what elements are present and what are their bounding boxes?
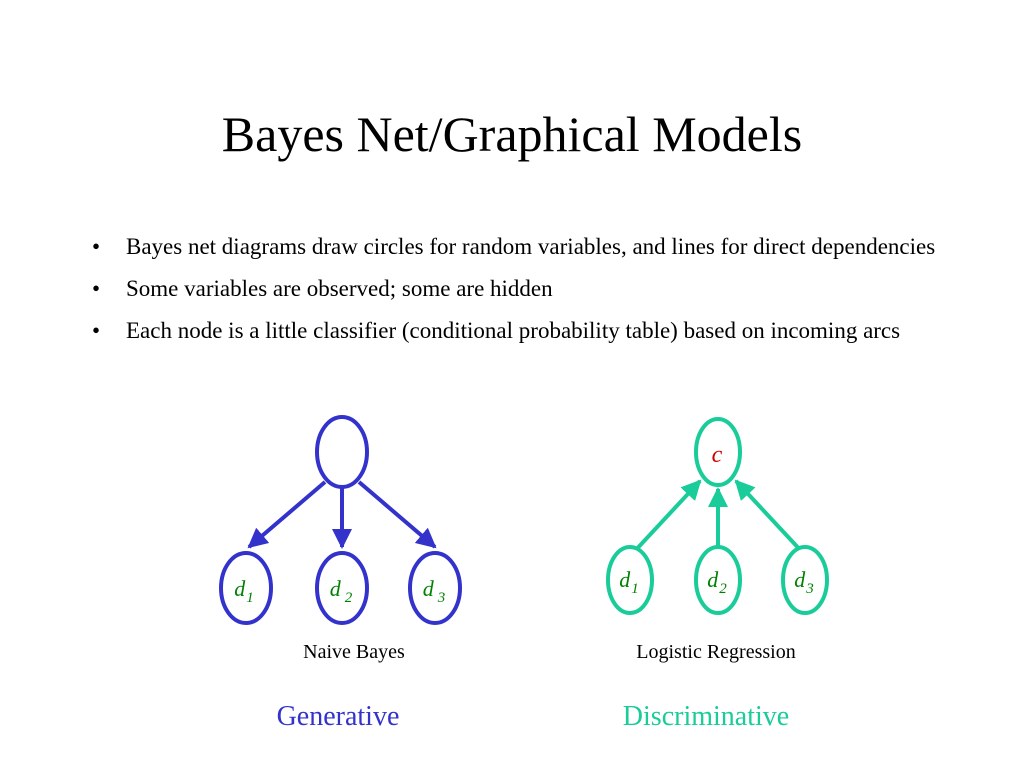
lr-child-label-2: d2 <box>707 567 727 597</box>
lr-child-label-3: d3 <box>794 567 814 597</box>
nb-child-node-1 <box>219 551 273 625</box>
naive-bayes-caption: Naive Bayes <box>303 641 405 663</box>
lr-parent-label: c <box>712 442 723 468</box>
bullet-item: Each node is a little classifier (condit… <box>92 314 942 348</box>
bullet-item: Some variables are observed; some are hi… <box>92 272 942 306</box>
nb-child-node-3 <box>408 551 462 625</box>
discriminative-label: Discriminative <box>622 701 790 732</box>
nb-parent-node <box>315 415 369 489</box>
lr-child-label-1: d1 <box>619 567 639 597</box>
edge-lr-3 <box>734 479 806 556</box>
bullet-item: Bayes net diagrams draw circles for rand… <box>92 230 942 264</box>
nb-child-node-2 <box>315 551 369 625</box>
slide-title: Bayes Net/Graphical Models <box>221 106 803 162</box>
lr-parent-node <box>694 417 742 487</box>
lr-child-node-2 <box>694 545 742 615</box>
nb-child-label-1: d1 <box>234 576 254 606</box>
edge-nb-1 <box>247 480 327 549</box>
generative-label: Generative <box>276 701 400 732</box>
lr-child-node-1 <box>606 545 654 615</box>
logistic-regression-diagram: c d1 d2 d3 <box>606 417 829 615</box>
lr-child-node-3 <box>781 545 829 615</box>
edge-lr-1 <box>630 479 702 556</box>
logistic-regression-caption: Logistic Regression <box>636 641 796 663</box>
bullet-list: Bayes net diagrams draw circles for rand… <box>92 230 942 356</box>
edge-nb-3 <box>357 480 437 549</box>
